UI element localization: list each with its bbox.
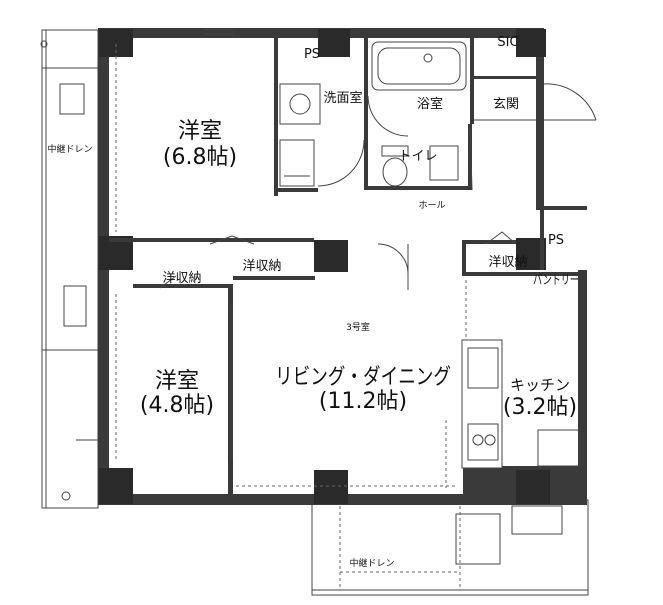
- toilet-label: トイレ: [398, 149, 437, 164]
- kitchen-size: (3.2帖): [503, 395, 577, 420]
- hall-label: ホール: [418, 200, 445, 211]
- living-dining-size: (11.2帖): [319, 389, 407, 414]
- ps-right-label: PS: [548, 233, 564, 248]
- bathroom-label: 浴室: [417, 96, 443, 112]
- pantry-label: パントリー: [533, 273, 579, 288]
- western-room-1-name: 洋室: [178, 119, 222, 144]
- western-room-2-size: (4.8帖): [140, 393, 214, 418]
- door-swings: [159, 29, 597, 460]
- ps-top-label: PS: [304, 47, 320, 62]
- closet-1-label: 洋収納: [162, 271, 201, 286]
- entrance-label: 玄関: [493, 97, 519, 112]
- closet-3-label: 洋収納: [488, 255, 527, 270]
- western-room-1-size: (6.8帖): [163, 145, 237, 170]
- living-dining-name: リビング・ダイニング: [275, 365, 451, 390]
- bottom-drain-label: 中継ドレン: [349, 557, 394, 569]
- interior-walls: [109, 38, 587, 494]
- left-balcony: [40, 29, 99, 509]
- left-drain-label: 中継ドレン: [47, 143, 92, 155]
- bottom-balcony: [311, 499, 589, 596]
- western-room-2-name: 洋室: [155, 369, 199, 394]
- closet-2-label: 洋収納: [242, 259, 281, 274]
- kitchen-name: キッチン: [510, 376, 570, 394]
- unit-number: 3号室: [346, 321, 370, 333]
- fixtures: [115, 41, 536, 488]
- washroom-label: 洗面室: [323, 90, 362, 106]
- sic-label: SIC: [497, 35, 518, 50]
